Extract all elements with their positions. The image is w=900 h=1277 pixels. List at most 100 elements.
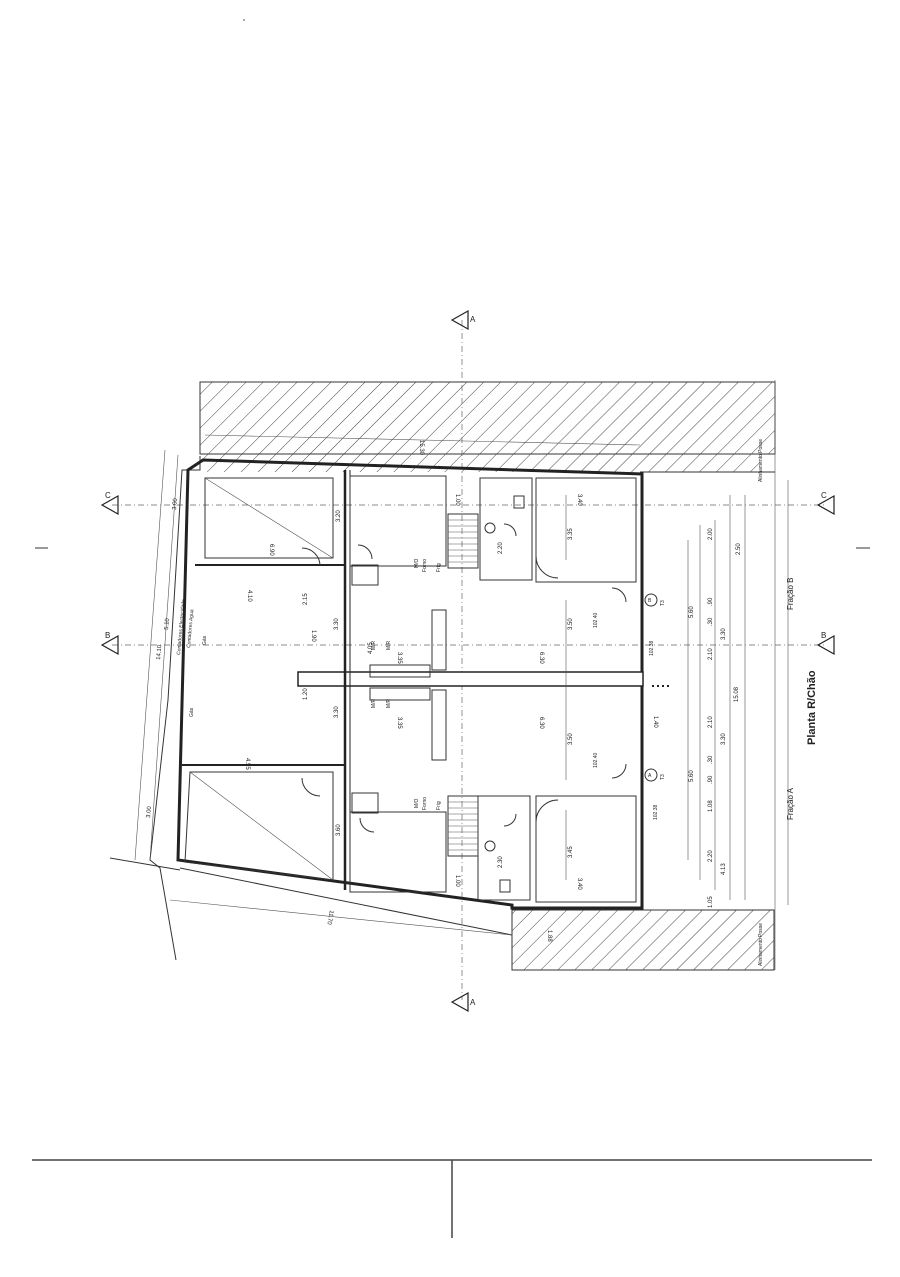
dim-d50: 2.00 — [708, 528, 714, 540]
dim-d34: 4.05 — [368, 642, 374, 654]
label-fraction-a: Fração A — [786, 787, 795, 820]
door-swing-5 — [535, 555, 559, 579]
dim-d37: 2.30 — [498, 856, 504, 868]
dim-d20: 3.45 — [568, 846, 574, 858]
section-a-top-label: A — [470, 315, 476, 324]
label-mr-1: M/R — [371, 640, 377, 650]
dim-d26: 2.10 — [708, 716, 714, 728]
hatch-top-2 — [200, 454, 760, 472]
unit-a-tag: A — [648, 773, 652, 779]
stairs-b — [447, 513, 479, 569]
party-wall — [297, 671, 644, 687]
dim-d21: 1.00 — [454, 494, 460, 506]
dim-d12: 3.35 — [396, 717, 402, 729]
drawing-title: Planta R/Chão — [806, 670, 818, 745]
dim-d2: 11.70 — [325, 910, 334, 926]
door-swing-3 — [357, 544, 373, 560]
section-b-right-marker — [816, 634, 835, 656]
dim-d3: 14.10 — [156, 644, 163, 660]
level-4: 102.38 — [653, 804, 659, 820]
dim-d6: 3.00 — [146, 805, 153, 818]
wc-b — [479, 477, 533, 581]
section-c-right-label: C — [821, 491, 827, 500]
dim-d25: 2.10 — [708, 648, 714, 660]
dim-d29: 15.08 — [734, 686, 740, 702]
door-swing-6 — [535, 799, 559, 823]
building-outline — [176, 458, 644, 910]
label-mr-4: M/R — [386, 698, 392, 708]
dim-d46: .90 — [708, 597, 714, 606]
section-c-left-marker — [100, 494, 119, 516]
unit-b-circle — [644, 593, 658, 607]
dim-d8: 4.55 — [244, 758, 250, 770]
section-b-left-marker — [100, 634, 119, 656]
dim-d16: 3.50 — [568, 733, 574, 745]
basin-b — [513, 495, 525, 509]
dim-d4: 5.10 — [164, 617, 171, 630]
section-a-bottom-marker — [450, 991, 469, 1013]
neighbour-hatching — [199, 381, 776, 971]
dim-d9: 4.10 — [246, 590, 252, 602]
section-b-left-label: B — [105, 631, 110, 640]
dim-d31: 4.13 — [721, 863, 727, 875]
label-frig-b: Frig — [436, 563, 442, 572]
dim-d43: 1.08 — [708, 800, 714, 812]
dim-d24: 5.60 — [689, 770, 695, 782]
door-swing-1 — [301, 547, 321, 567]
label-gas-1: Gás — [202, 635, 208, 645]
label-alignment-bottom: Alinhamento Posse — [758, 923, 764, 966]
fridge-oven-a — [351, 792, 379, 814]
dim-d42: 2.20 — [708, 850, 714, 862]
dimension-lines: 15.30 11.70 14.10 5.10 3.00 3.00 6.90 4.… — [134, 434, 789, 942]
door-swing-10 — [503, 813, 517, 827]
dim-d15: 3.50 — [568, 618, 574, 630]
toilet-a — [484, 840, 496, 852]
label-mr-2: M/R — [386, 640, 392, 650]
dim-d36: 2.15 — [303, 593, 309, 605]
toilet-b — [484, 522, 496, 534]
plot-boundary — [109, 380, 776, 970]
door-swing-7 — [611, 587, 627, 603]
plan-labels: M/O Forno Frig M/O Forno Frig M/R M/R M/… — [176, 558, 666, 820]
door-swing-2 — [301, 777, 321, 797]
counter-b — [369, 664, 431, 678]
label-mo-b: M/O — [414, 558, 420, 568]
dim-d5: 3.00 — [172, 497, 179, 510]
dim-d18: 3.40 — [576, 878, 582, 890]
unit-b-tag: B — [648, 598, 652, 604]
label-fraction-b: Fração B — [786, 578, 795, 610]
island-b — [431, 609, 447, 671]
garage-a-diag — [204, 477, 334, 559]
label-mo-a: M/O — [414, 798, 420, 808]
island-a — [431, 689, 447, 761]
label-forno-a: Forno — [422, 797, 428, 810]
section-b-right-label: B — [821, 631, 826, 640]
level-1: 102.40 — [593, 612, 599, 628]
section-a-bottom-label: A — [470, 998, 476, 1007]
basin-a — [499, 879, 511, 893]
dim-d48: 1.20 — [303, 688, 309, 700]
dim-d11: 3.35 — [396, 652, 402, 664]
counter-a — [369, 687, 431, 701]
dim-d22: 1.00 — [454, 875, 460, 887]
dim-d30: 2.50 — [736, 543, 742, 555]
dim-d33: 1.40 — [652, 716, 658, 728]
unit-a-circle — [644, 768, 658, 782]
room-b-front — [349, 475, 447, 567]
label-gas-2: Gás — [189, 707, 195, 717]
label-electric-meters: Contadores Electricidade — [176, 599, 187, 655]
dim-d17: 3.40 — [576, 494, 582, 506]
level-3: 102.40 — [593, 752, 599, 768]
level-2: 102.38 — [649, 640, 655, 656]
dim-d40: 3.60 — [336, 824, 342, 836]
dim-d39: 3.20 — [336, 510, 342, 522]
label-alignment-top: Alinhamento Posse — [758, 439, 764, 482]
hatch-top — [199, 381, 776, 455]
room-a-front — [349, 811, 447, 893]
dim-d19: 3.35 — [568, 528, 574, 540]
dim-d13: 6.30 — [538, 652, 544, 664]
boundary-left — [149, 456, 201, 961]
stairs-a — [447, 795, 479, 857]
room-a-back — [535, 795, 637, 903]
